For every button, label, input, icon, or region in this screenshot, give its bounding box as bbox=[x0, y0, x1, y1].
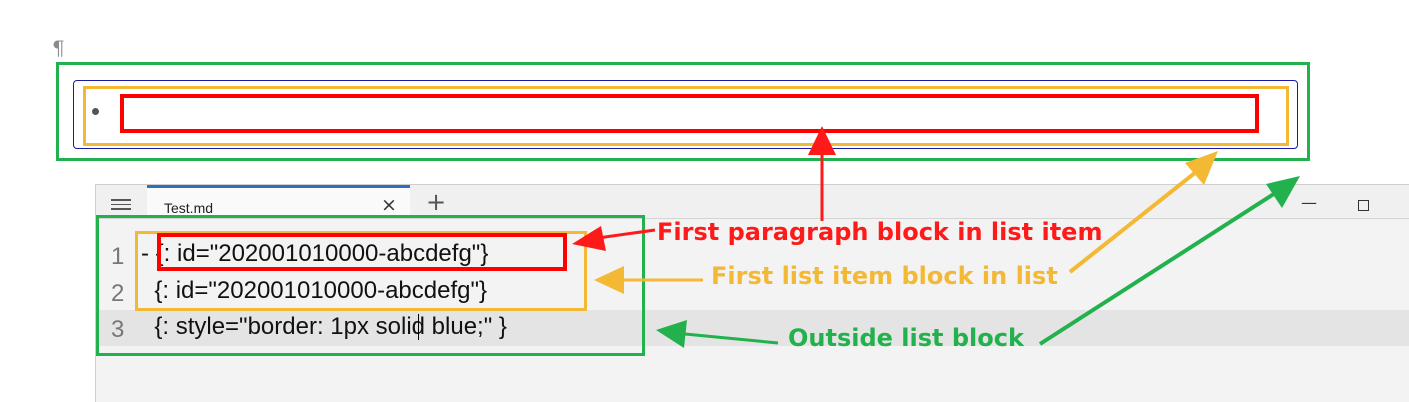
list-item-outline bbox=[83, 86, 1289, 146]
maximize-icon[interactable] bbox=[1358, 200, 1369, 211]
line-number: 3 bbox=[111, 316, 125, 343]
editor-window: Test.md × + — 1 - {: id="202001010000-ab… bbox=[95, 184, 1409, 402]
text-cursor bbox=[418, 314, 419, 340]
new-tab-icon[interactable]: + bbox=[426, 188, 447, 216]
list-item-source-outline bbox=[135, 231, 587, 311]
annotation-list-label: Outside list block bbox=[788, 324, 1024, 352]
list-block-outline bbox=[56, 62, 1310, 161]
tab-title: Test.md bbox=[164, 200, 214, 216]
annotation-list-item-label: First list item block in list bbox=[711, 262, 1058, 290]
code-text[interactable]: - {: id="202001010000-abcdefg"} bbox=[141, 240, 489, 267]
code-text[interactable]: {: style="border: 1px solid blue;" } bbox=[141, 313, 507, 340]
tab-test-md[interactable]: Test.md × bbox=[147, 185, 410, 218]
tab-bar: Test.md × + — bbox=[96, 185, 1409, 219]
code-line-active[interactable]: 3 {: style="border: 1px solid blue;" } bbox=[96, 310, 1409, 346]
list-block-source-outline bbox=[96, 215, 645, 356]
close-icon[interactable]: × bbox=[381, 194, 397, 216]
hamburger-menu-icon[interactable] bbox=[111, 199, 131, 213]
code-text[interactable]: {: id="202001010000-abcdefg"} bbox=[141, 277, 488, 304]
code-line[interactable]: 2 {: id="202001010000-abcdefg"} bbox=[96, 274, 1409, 310]
line-number: 1 bbox=[111, 243, 125, 270]
arrow-head bbox=[808, 126, 836, 155]
paragraph-block-outline[interactable] bbox=[120, 94, 1259, 133]
rendered-list-block[interactable] bbox=[73, 80, 1298, 149]
minimize-icon[interactable]: — bbox=[1301, 193, 1317, 212]
list-bullet-icon bbox=[92, 108, 99, 115]
line-number: 2 bbox=[111, 280, 125, 307]
code-line[interactable]: 1 - {: id="202001010000-abcdefg"} bbox=[96, 237, 1409, 273]
paragraph-source-outline bbox=[157, 233, 567, 271]
annotation-paragraph-label: First paragraph block in list item bbox=[657, 218, 1103, 246]
pilcrow-icon: ¶ bbox=[52, 36, 65, 60]
